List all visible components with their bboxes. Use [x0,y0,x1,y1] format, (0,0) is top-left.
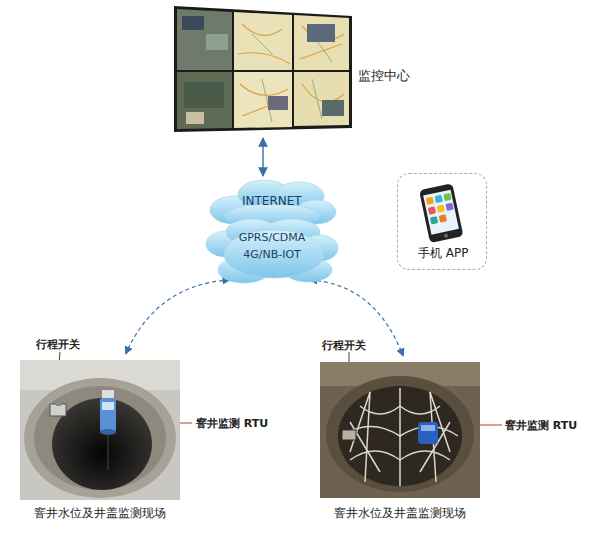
cloud-label: GPRS/CDMA 4G/NB-IOT [226,230,318,263]
network-cloud: INTERNET GPRS/CDMA 4G/NB-IOT [204,178,340,290]
node-label: 监控中心 [358,66,410,86]
part-label: 窨井监测 RTU [505,418,577,433]
connector-arrow [262,138,263,176]
phone-icon [398,174,486,244]
part-label: 行程开关 [322,338,366,353]
connector-arrow [126,280,230,354]
cloud-label: INTERNET [242,192,302,210]
manhole-photo [320,362,480,498]
caption-text: 窨井水位及井盖监测现场 [334,504,466,522]
caption-text: 窨井水位及井盖监测现场 [34,504,166,522]
video-wall-picture [172,4,354,134]
manhole-photo [20,360,180,500]
site-photo: 窨井水位及井盖监测现场 [20,360,180,522]
part-label: 行程开关 [36,337,80,352]
node-label: 手机 APP [418,244,469,262]
site-photo: 窨井水位及井盖监测现场 [320,362,480,522]
app-box: 手机 APP [397,173,487,270]
connector-arrow [310,280,403,356]
part-label: 窨井监测 RTU [196,416,268,431]
monitor-center: 监控中心 [172,4,354,134]
